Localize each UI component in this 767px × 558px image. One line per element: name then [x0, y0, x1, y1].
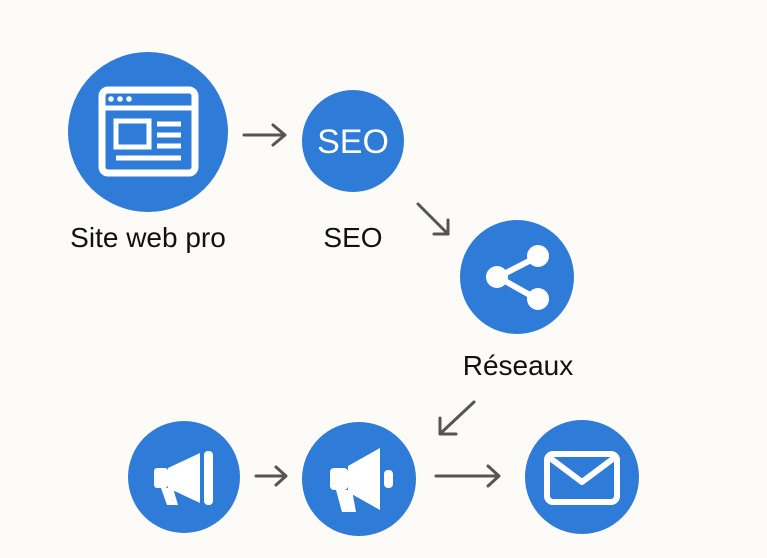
- megaphone-icon: [154, 451, 213, 505]
- reseaux-label: Réseaux: [462, 350, 574, 381]
- envelope-icon: [544, 451, 620, 505]
- arrow-down-left: [438, 400, 476, 436]
- svg-text:SEO: SEO: [317, 123, 389, 161]
- reseaux-node: [460, 220, 574, 334]
- share-icon: [486, 245, 549, 310]
- email-node: [525, 420, 639, 534]
- megaphone-icon: [330, 448, 393, 512]
- seo-icon: SEO: [317, 123, 389, 161]
- site-web-label: Site web pro: [70, 222, 226, 253]
- ads-node: [128, 421, 240, 533]
- campaign-node: [302, 422, 416, 536]
- browser-window-icon: [98, 86, 199, 177]
- arrow-right: [242, 123, 287, 147]
- seo-node: SEO: [302, 90, 404, 192]
- arrow-right: [254, 465, 288, 487]
- arrow-right: [434, 464, 501, 488]
- arrow-down-right: [416, 202, 450, 236]
- site-web-node: [68, 52, 228, 212]
- seo-label: SEO: [323, 222, 383, 253]
